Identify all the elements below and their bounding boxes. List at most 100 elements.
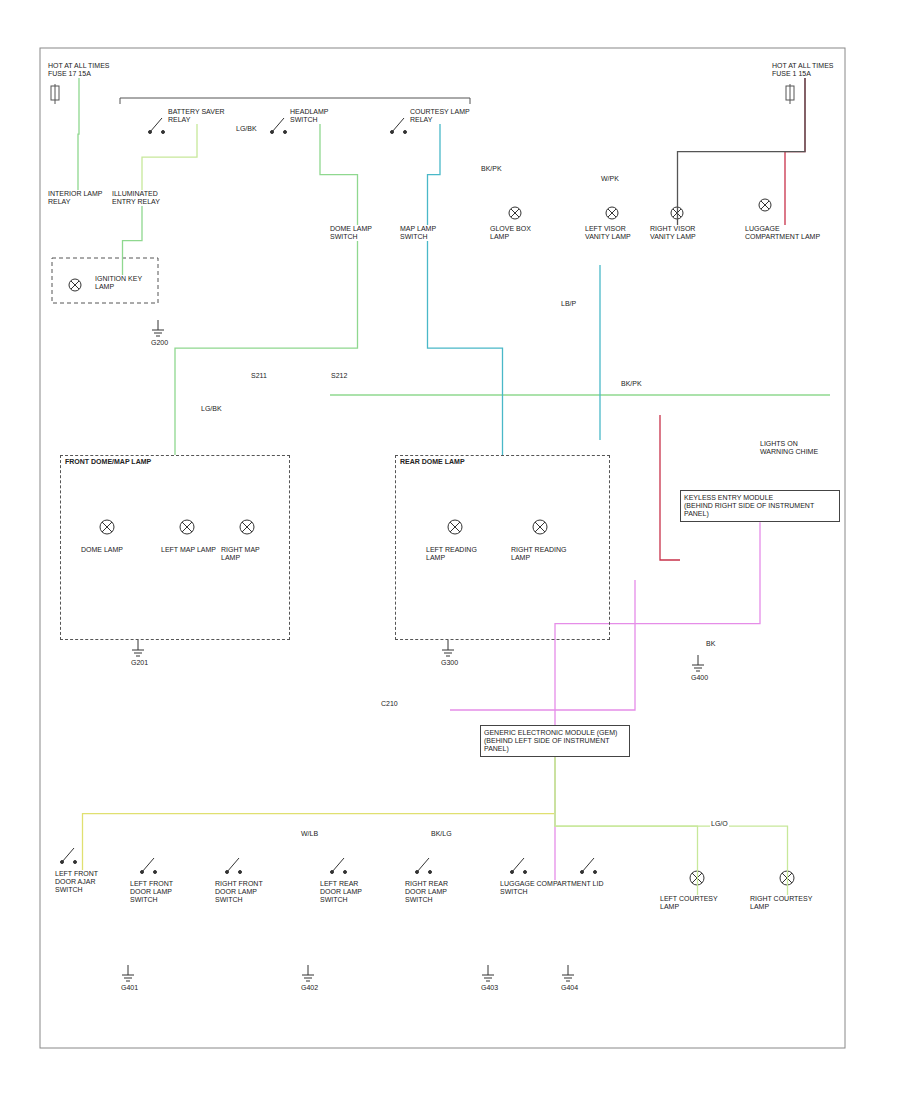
lamp: DOME LAMP (81, 546, 136, 554)
component-label: LEFT MAP LAMP (161, 546, 216, 554)
wire (428, 124, 441, 225)
lamp: LEFT VISOR VANITY LAMP (585, 225, 640, 241)
ground-id: G201 (130, 659, 149, 667)
wire (320, 124, 358, 225)
component-label: LEFT COURTESY LAMP (660, 895, 735, 911)
wire (175, 241, 358, 455)
ground-id: G403 (480, 984, 499, 992)
component-label: INTERIOR LAMP RELAY (48, 190, 108, 206)
ground-symbol (122, 320, 704, 981)
component-label: LEFT FRONT DOOR AJAR SWITCH (55, 870, 110, 894)
relay: INTERIOR LAMP RELAY (48, 190, 108, 206)
component-label: BATTERY SAVER RELAY (168, 108, 226, 124)
component-label: REAR DOME LAMP (396, 456, 609, 468)
component-label: LEFT REAR DOOR LAMP SWITCH (320, 880, 380, 904)
switch: LEFT FRONT DOOR AJAR SWITCH (55, 870, 110, 894)
lamp: LEFT COURTESY LAMP (660, 895, 735, 911)
wire (428, 241, 503, 455)
ground-id: G402 (300, 984, 319, 992)
wire-color: LG/BK (200, 405, 223, 413)
component-label: RIGHT COURTESY LAMP (750, 895, 825, 911)
lamp-housing (52, 258, 158, 303)
lamp-assembly: FRONT DOME/MAP LAMP DOME LAMP LEFT MAP LAM… (60, 455, 290, 640)
lamp-assembly: REAR DOME LAMP LEFT READING LAMP RIGHT REA… (395, 455, 610, 640)
component-label: DOME LAMP (81, 546, 136, 554)
splice-id: C210 (380, 700, 399, 708)
component-label: DOME LAMP SWITCH (330, 225, 385, 241)
chime: LIGHTS ON WARNING CHIME (760, 440, 830, 456)
lamp: RIGHT VISOR VANITY LAMP (650, 225, 705, 241)
lamp: RIGHT MAP LAMP (221, 546, 276, 562)
component-label: RIGHT MAP LAMP (221, 546, 276, 562)
switch: LUGGAGE COMPARTMENT LID SWITCH (500, 880, 610, 896)
component-label: LUGGAGE COMPARTMENT LAMP (745, 225, 825, 241)
component-label: FRONT DOME/MAP LAMP (61, 456, 289, 468)
wire-color: BK/LG (430, 830, 453, 838)
wire-color: BK (705, 640, 716, 648)
component-label: (BEHIND RIGHT SIDE OF INSTRUMENT PANEL) (684, 502, 836, 518)
component-label: GENERIC ELECTRONIC MODULE (GEM) (484, 729, 626, 737)
ground-id: G400 (690, 674, 709, 682)
component-label: LIGHTS ON WARNING CHIME (760, 440, 830, 456)
component-label: KEYLESS ENTRY MODULE (684, 494, 836, 502)
relay: BATTERY SAVER RELAY (168, 108, 226, 124)
control-module: GENERIC ELECTRONIC MODULE (GEM)(BEHIND L… (480, 725, 630, 757)
component-label: FUSE 17 15A (48, 70, 110, 78)
lamp-symbol (69, 199, 794, 885)
relay: COURTESY LAMP RELAY (410, 108, 470, 124)
splice-id: S211 (250, 372, 268, 380)
lamp: LEFT MAP LAMP (161, 546, 216, 554)
wire (142, 124, 197, 190)
switch: MAP LAMP SWITCH (400, 225, 455, 241)
component-label: LEFT FRONT DOOR LAMP SWITCH (130, 880, 190, 904)
wire (678, 78, 806, 225)
component-label: RIGHT VISOR VANITY LAMP (650, 225, 705, 241)
lamp: LEFT READING LAMP (426, 546, 486, 562)
component-label: (BEHIND LEFT SIDE OF INSTRUMENT PANEL) (484, 737, 626, 753)
component-label: HOT AT ALL TIMES (772, 62, 838, 70)
component-label: GLOVE BOX LAMP (490, 225, 540, 241)
switch: DOME LAMP SWITCH (330, 225, 385, 241)
component-label: COURTESY LAMP RELAY (410, 108, 470, 124)
component-label: HOT AT ALL TIMES (48, 62, 110, 70)
wire-color: LB/P (560, 300, 577, 308)
wire-color: LG/BK (235, 125, 258, 133)
wire-color: W/PK (600, 175, 620, 183)
wire-color: LG/O (710, 820, 729, 828)
power-bus (51, 84, 794, 104)
component-label: IGNITION KEY LAMP (95, 275, 150, 291)
switch: RIGHT FRONT DOOR LAMP SWITCH (215, 880, 275, 904)
wire (123, 206, 143, 275)
component-label: RIGHT FRONT DOOR LAMP SWITCH (215, 880, 275, 904)
wire (78, 78, 79, 190)
component-label: RIGHT REAR DOOR LAMP SWITCH (405, 880, 465, 904)
ground-id: G300 (440, 659, 459, 667)
wire (83, 757, 556, 870)
ground-id: G404 (560, 984, 579, 992)
switch: RIGHT REAR DOOR LAMP SWITCH (405, 880, 465, 904)
component-label: ILLUMINATED ENTRY RELAY (112, 190, 172, 206)
component-label: LEFT VISOR VANITY LAMP (585, 225, 640, 241)
wire-color: W/LB (300, 830, 319, 838)
ground-id: G401 (120, 984, 139, 992)
fuse: HOT AT ALL TIMESFUSE 17 15A (48, 62, 110, 78)
component-label: FUSE 1 15A (772, 70, 838, 78)
wire (555, 522, 760, 725)
switch: LEFT REAR DOOR LAMP SWITCH (320, 880, 380, 904)
component-label: LUGGAGE COMPARTMENT LID SWITCH (500, 880, 610, 896)
switch: HEADLAMP SWITCH (290, 108, 350, 124)
wire-color: BK/PK (480, 165, 503, 173)
splice-id: S212 (330, 372, 348, 380)
wire (555, 757, 788, 895)
component-label: HEADLAMP SWITCH (290, 108, 350, 124)
fuse: HOT AT ALL TIMESFUSE 1 15A (772, 62, 838, 78)
component-label: LEFT READING LAMP (426, 546, 486, 562)
lamp: RIGHT READING LAMP (511, 546, 571, 562)
lamp: GLOVE BOX LAMP (490, 225, 540, 241)
component-label: RIGHT READING LAMP (511, 546, 571, 562)
control-module: KEYLESS ENTRY MODULE(BEHIND RIGHT SIDE O… (680, 490, 840, 522)
ground-id: G200 (150, 339, 169, 347)
component-label: MAP LAMP SWITCH (400, 225, 455, 241)
switch: LEFT FRONT DOOR LAMP SWITCH (130, 880, 190, 904)
lamp: IGNITION KEY LAMP (95, 275, 150, 291)
